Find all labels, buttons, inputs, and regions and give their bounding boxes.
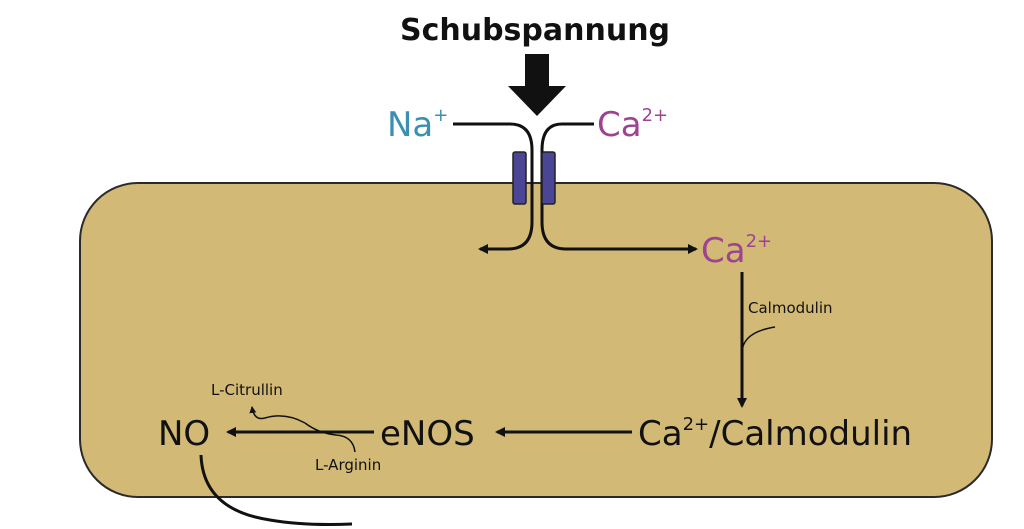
l-citrullin-curve — [249, 406, 306, 424]
channel-path-left — [453, 122, 534, 254]
l-arginin-curve — [304, 422, 356, 453]
calmodulin-join-curve — [741, 326, 776, 353]
complex-label: Ca2+/Calmodulin — [638, 414, 912, 454]
l-citrullin-label: L-Citrullin — [211, 381, 283, 399]
no-label: NO — [158, 414, 210, 454]
endothelial-cell — [79, 182, 993, 498]
calmodulin-label: Calmodulin — [748, 299, 833, 317]
ion-ca-outside-label: Ca2+ — [597, 105, 668, 145]
ion-na-label: Na+ — [387, 105, 448, 145]
no-diffusion-curve — [199, 454, 353, 526]
title-shear-stress: Schubspannung — [400, 13, 670, 48]
ion-channel-right — [541, 151, 556, 205]
ion-channel-left — [512, 151, 527, 205]
shear-stress-arrow — [508, 54, 566, 116]
enos-label: eNOS — [380, 414, 475, 454]
ion-ca-inside-label: Ca2+ — [701, 231, 772, 271]
l-arginin-label: L-Arginin — [315, 456, 381, 474]
